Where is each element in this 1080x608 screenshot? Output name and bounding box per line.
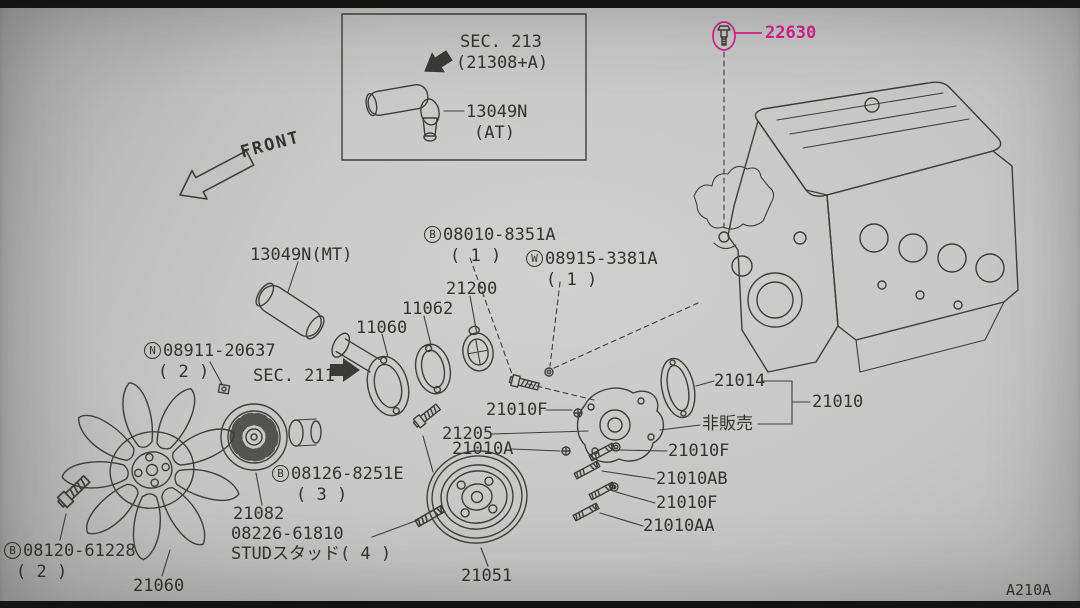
label-13049N-mt: 13049N(MT) [250,245,353,265]
inset-box [341,13,587,161]
stud-right-2-icon [573,460,601,480]
water-inlet-drawing [331,332,410,417]
label-21010F-2: 21010F [668,441,730,461]
stud-right-1-icon [588,442,616,462]
label-21010A: 21010A [452,439,514,459]
stud-right-4-icon [572,502,600,522]
label-13049N-at: (AT) [474,123,515,143]
label-21060: 21060 [133,576,185,596]
label-13049N: 13049N [466,102,528,122]
inset-pipe-drawing [365,84,440,142]
stud-08226-icon [414,504,446,528]
scan-edge-bottom [0,601,1080,608]
prefix-circle-b: B [424,226,441,243]
label-11062: 11062 [402,299,454,319]
label-21010F-3: 21010F [656,493,718,513]
highlight-circle [712,21,736,51]
sec213-arrow-icon [424,50,453,73]
label-sec211: SEC. 211 [253,366,335,386]
qty-08010: ( 1 ) [450,246,502,266]
bolt-08120-icon [54,473,93,511]
qty-08120: ( 2 ) [16,562,68,582]
label-21014: 21014 [714,371,766,391]
washer-08915-icon [544,367,554,377]
label-21010AB: 21010AB [656,469,728,489]
part-number: 08911-20637 [163,341,276,361]
thermostat-drawing [462,325,494,372]
label-21200: 21200 [446,279,498,299]
prefix-circle-b: B [272,465,289,482]
part-number: 08010-8351A [443,225,556,245]
label-stud-qty: STUDスタッド( 4 ) [231,544,392,564]
front-arrow-icon [179,150,255,200]
qty-08126: ( 3 ) [296,485,348,505]
prefix-circle-n: N [144,342,161,359]
water-pump-drawing [576,357,696,463]
inset-section-sub: (21308+A) [456,53,549,73]
qty-08915: ( 1 ) [546,270,598,290]
label-22630-highlighted: 22630 [765,23,817,43]
bolt-08010-icon [508,373,541,393]
part-number: 08126-8251E [291,464,404,484]
label-not-sold: 非販売 [702,414,753,434]
label-21010: 21010 [812,392,864,412]
fan-drawing [61,382,240,561]
pump-gasket-drawing [660,357,696,419]
prefix-circle-b: B [4,542,21,559]
bolt-08126-icon [411,401,443,430]
sensor-drawing [717,25,731,46]
label-21010AA: 21010AA [643,516,715,536]
qty-08911: ( 2 ) [158,362,210,382]
nut-08911-icon [217,383,231,395]
fan-clutch-drawing [220,403,322,471]
inlet-gasket-drawing [414,343,452,395]
pulley-drawing [426,450,528,544]
engine-block-drawing [693,81,1019,373]
sec211-arrow-icon [330,358,360,382]
hose-drawing [255,282,325,340]
inset-section-label: SEC. 213 [460,32,542,52]
fastener-glyphs [54,367,621,528]
scan-edge-top [0,0,1080,8]
part-number: 08915-3381A [545,249,658,269]
stud-21010a-icon [561,446,571,456]
label-21010F-1: 21010F [486,400,548,420]
leader-lines [59,110,811,577]
diagram-code: A210A [1006,581,1052,599]
label-11060: 11060 [356,318,408,338]
stud-21010f-icon [573,408,583,418]
prefix-circle-w: W [526,250,543,267]
label-08226-61810: 08226-61810 [231,524,344,544]
label-21051: 21051 [461,566,513,586]
part-number: 08120-61228 [23,541,136,561]
label-21205: 21205 [442,424,494,444]
label-21082: 21082 [233,504,285,524]
